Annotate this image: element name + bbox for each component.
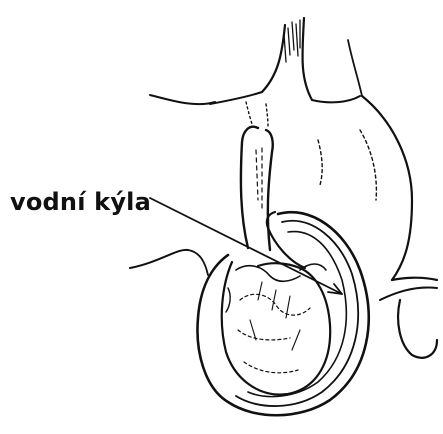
testis (222, 262, 330, 395)
body-contour-left (130, 95, 215, 275)
hydrocele-sac (197, 212, 368, 415)
spermatic-cord (210, 18, 362, 104)
label-arrow (150, 198, 342, 294)
body-contour-right (318, 96, 437, 358)
hydrocele-label: vodní kýla (10, 188, 151, 216)
